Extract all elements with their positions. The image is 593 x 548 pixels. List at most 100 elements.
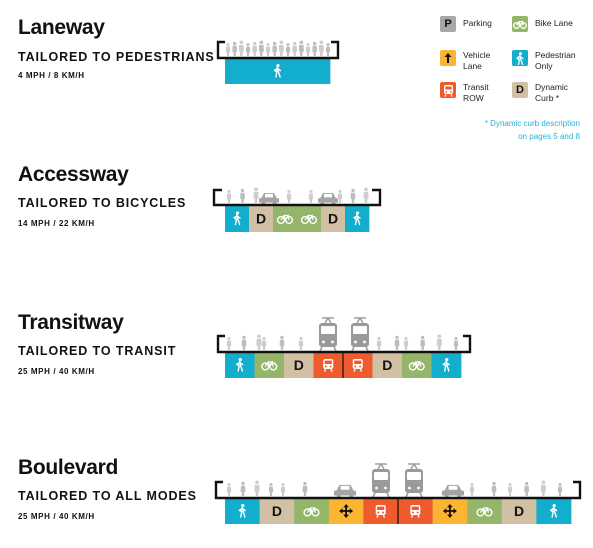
pedestrian-silhouette <box>350 188 356 203</box>
intersection-arrows-icon <box>442 504 457 518</box>
dynamic-label: D <box>516 84 524 96</box>
pedestrian-silhouette <box>436 334 442 350</box>
bicycle-icon <box>476 506 493 517</box>
street-outline <box>216 40 340 60</box>
pedestrian-icon <box>550 504 558 518</box>
train-icon <box>443 84 453 97</box>
pedestrian-silhouette <box>557 482 563 496</box>
pedestrian-silhouette <box>226 336 232 350</box>
legend-swatch-transit <box>440 82 456 98</box>
pedestrian-silhouette <box>240 481 246 496</box>
segment-dynamic <box>259 498 295 524</box>
pedestrian-silhouette <box>363 187 369 203</box>
street-speed: 25 MPH / 40 KM/H <box>18 367 95 376</box>
pedestrian-silhouette <box>302 481 308 496</box>
segment-dynamic <box>501 498 537 524</box>
street-name: Transitway <box>18 311 124 334</box>
bicycle-icon <box>303 506 320 517</box>
segment-band <box>225 58 331 84</box>
legend-label: Vehicle Lane <box>463 50 491 71</box>
pedestrian-silhouette <box>226 482 232 496</box>
legend-label: Pedestrian Only <box>535 50 576 71</box>
pedestrian-silhouette <box>318 40 324 56</box>
pedestrian-silhouette <box>286 189 292 203</box>
street-laneway: Laneway TAILORED TO PEDESTRIANS 4 MPH / … <box>0 0 593 100</box>
street-outline <box>214 480 582 500</box>
legend-label: Parking <box>463 18 492 28</box>
pedestrian-icon <box>516 51 524 65</box>
street-activity <box>226 316 459 352</box>
legend-label: Dynamic Curb * <box>535 82 569 103</box>
pedestrian-silhouette <box>265 42 271 56</box>
pedestrian-silhouette <box>403 336 409 350</box>
pedestrian-silhouette <box>280 482 286 496</box>
pedestrian-silhouette <box>253 187 259 203</box>
pedestrian-silhouette <box>232 41 238 56</box>
pedestrian-silhouette <box>298 40 304 56</box>
up-arrow-icon <box>444 53 452 63</box>
legend-item-bike-lane: Bike Lane <box>512 16 579 32</box>
pedestrian-silhouette <box>540 480 546 496</box>
pedestrian-silhouette <box>420 335 426 350</box>
street-subtitle: TAILORED TO TRANSIT <box>18 344 177 358</box>
pedestrian-silhouette <box>254 480 260 496</box>
streetcar-icon <box>405 462 423 498</box>
pedestrian-silhouette <box>226 189 232 203</box>
street-name: Accessway <box>18 163 129 186</box>
segment-label: D <box>382 357 392 373</box>
pedestrian-silhouette <box>491 481 497 496</box>
pedestrian-icon <box>238 504 247 518</box>
street-speed: 25 MPH / 40 KM/H <box>18 512 95 521</box>
pedestrian-silhouette <box>238 40 244 56</box>
pedestrian-silhouette <box>245 42 251 56</box>
street-transitway: Transitway TAILORED TO TRANSIT 25 MPH / … <box>0 295 593 395</box>
parking-label: P <box>444 18 452 30</box>
street-name: Laneway <box>18 16 105 39</box>
legend-swatch-vehicle <box>440 50 456 66</box>
bicycle-icon <box>300 214 318 225</box>
dynamic-curb-note: * Dynamic curb description on pages 5 an… <box>440 117 580 143</box>
pedestrian-icon <box>442 358 450 372</box>
pedestrian-silhouette <box>298 336 304 350</box>
legend-swatch-pedestrian <box>512 50 528 66</box>
pedestrian-icon <box>236 358 244 372</box>
pedestrian-icon <box>273 64 282 78</box>
pedestrian-icon <box>233 211 241 226</box>
cross-section-laneway <box>216 40 340 84</box>
bicycle-icon <box>513 20 527 29</box>
legend-label: Transit ROW <box>463 82 489 103</box>
segment-label: D <box>294 357 304 373</box>
pedestrian-silhouette <box>524 481 530 496</box>
segment-label: D <box>256 211 266 227</box>
pedestrian-silhouette <box>268 482 274 496</box>
pedestrian-silhouette <box>261 336 267 350</box>
pedestrian-silhouette <box>252 41 258 56</box>
car-icon <box>442 484 464 498</box>
pedestrian-silhouette <box>507 482 513 496</box>
car-icon <box>318 193 338 205</box>
segment-dynamic <box>372 352 403 378</box>
pedestrian-silhouette <box>308 189 314 203</box>
train-icon <box>352 359 363 372</box>
train-icon <box>410 505 421 518</box>
pedestrian-icon <box>353 211 361 226</box>
pedestrian-silhouette <box>241 335 247 350</box>
street-accessway: Accessway TAILORED TO BICYCLES 14 MPH / … <box>0 150 593 250</box>
street-subtitle: TAILORED TO PEDESTRIANS <box>18 50 215 64</box>
pedestrian-silhouette <box>240 188 245 203</box>
pedestrian-silhouette <box>312 41 318 56</box>
note-line-1: * Dynamic curb description <box>484 119 580 128</box>
train-icon <box>375 505 386 518</box>
streetcar-icon <box>372 462 390 498</box>
pedestrian-silhouette <box>258 40 264 56</box>
pedestrian-silhouette <box>469 482 475 496</box>
street-outline <box>216 334 472 354</box>
legend-swatch-bike <box>512 16 528 32</box>
pedestrian-silhouette <box>453 336 459 350</box>
segment-dynamic <box>321 205 346 232</box>
